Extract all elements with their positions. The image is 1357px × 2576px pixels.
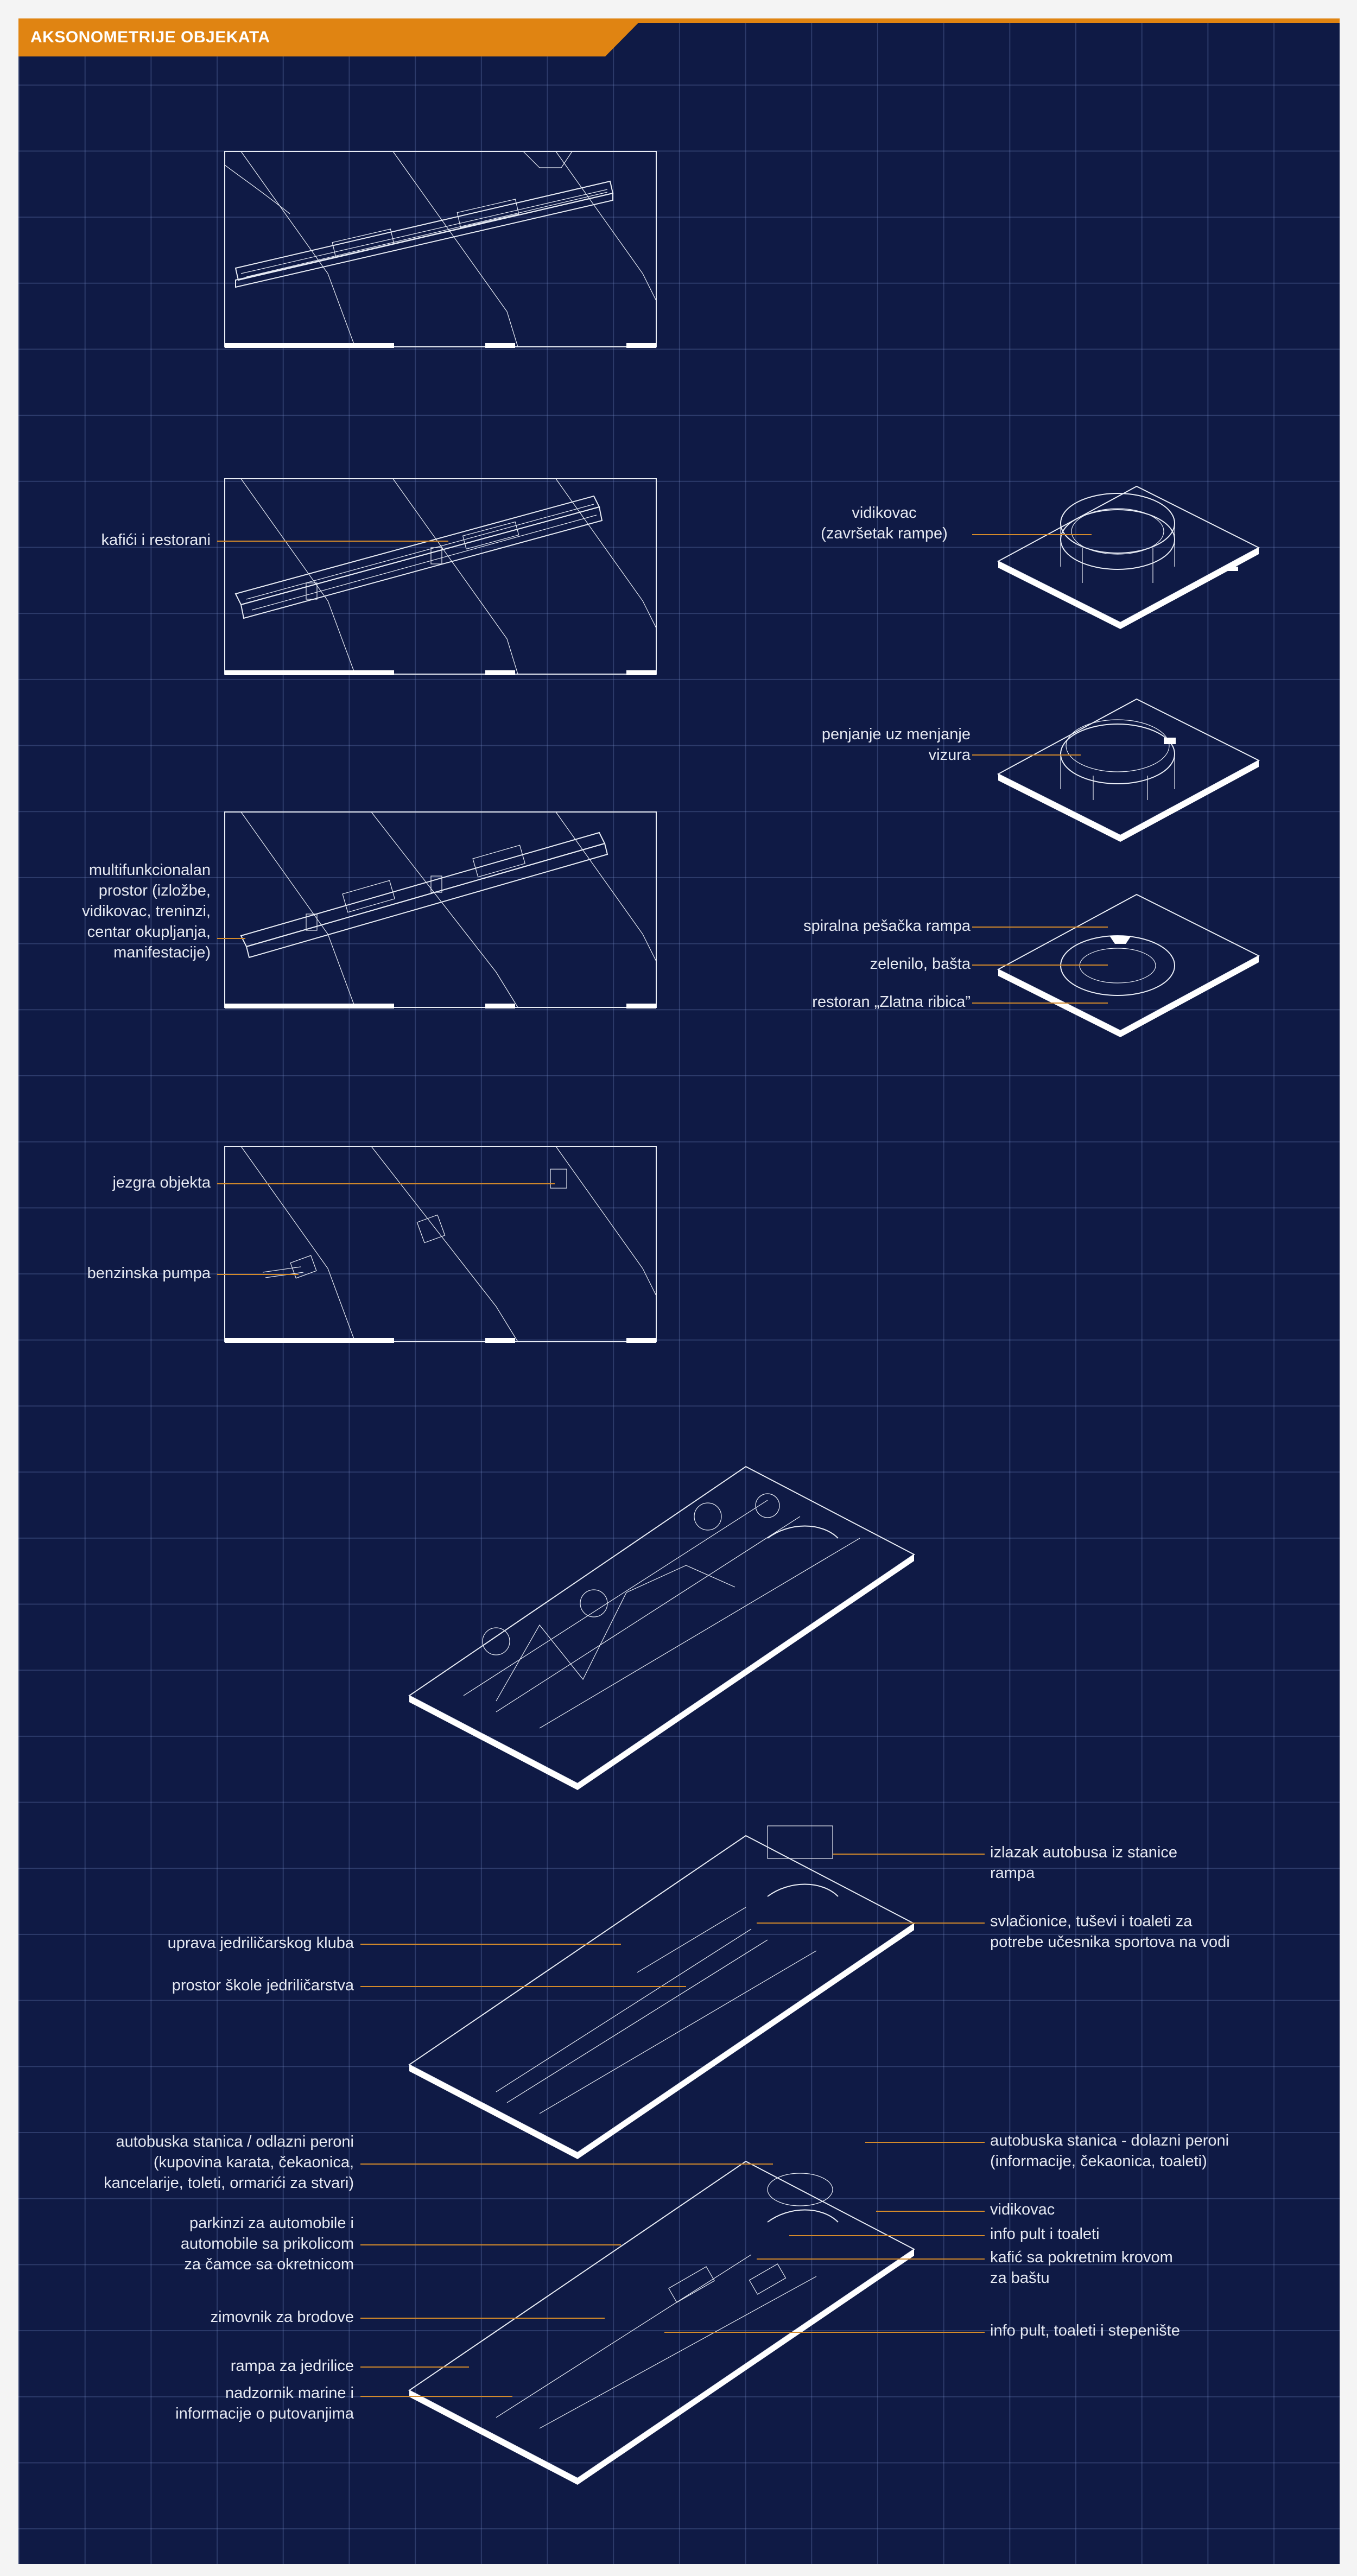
leader-uprava <box>360 1944 621 1945</box>
label-autobuska-dolazni: autobuska stanica - dolazni peroni (info… <box>990 2132 1229 2170</box>
leader-vidikovac <box>876 2211 985 2212</box>
leader-zimovnik <box>360 2318 605 2319</box>
leader-restoran <box>972 1003 1108 1004</box>
leader-multifunkcionalan <box>217 938 245 939</box>
floor-plan-3 <box>224 811 657 1008</box>
site-axo-2 <box>408 1825 915 2159</box>
leader-zelenilo <box>972 965 1108 966</box>
leader-penjanje <box>972 754 1081 756</box>
label-svlacionice: svlačionice, tuševi i toaleti za potrebe… <box>990 1913 1230 1951</box>
leader-vidikovac-rampa <box>972 534 1092 535</box>
label-skola: prostor škole jedriličarstva <box>172 1977 354 1994</box>
label-kafici: kafići i restorani <box>101 531 211 549</box>
leader-jezgra <box>217 1183 555 1184</box>
label-kafic-krov: kafić sa pokretnim krovom za baštu <box>990 2249 1173 2287</box>
label-info-pult: info pult i toaleti <box>990 2225 1100 2243</box>
leader-skola <box>360 1986 686 1987</box>
leader-kafici <box>217 541 448 542</box>
label-spiralna: spiralna pešačka rampa <box>803 917 971 935</box>
label-autobuska-odlazni: autobuska stanica / odlazni peroni (kupo… <box>104 2133 354 2192</box>
tower-axo-1 <box>997 485 1260 629</box>
label-uprava: uprava jedriličarskog kluba <box>167 1934 354 1952</box>
label-zimovnik: zimovnik za brodove <box>210 2308 354 2326</box>
label-multifunkcionalan: multifunkcionalan prostor (izložbe, vidi… <box>82 861 211 961</box>
label-jezgra: jezgra objekta <box>112 1174 211 1191</box>
leader-izlazak <box>833 1854 985 1855</box>
floor-plan-2 <box>224 478 657 675</box>
leader-spiralna <box>972 927 1108 928</box>
poster-board: AKSONOMETRIJE OBJEKATA <box>18 18 1340 2564</box>
label-vidikovac-rampa: vidikovac (završetak rampe) <box>821 504 948 542</box>
leader-info-stepeniste <box>664 2332 985 2333</box>
floor-plan-1 <box>224 151 657 348</box>
header-rule <box>616 18 1340 23</box>
label-vidikovac: vidikovac <box>990 2201 1055 2218</box>
label-nadzornik: nadzornik marine i informacije o putovan… <box>175 2384 354 2422</box>
tower-axo-3 <box>997 893 1260 1037</box>
label-benzinska: benzinska pumpa <box>87 1265 211 1282</box>
site-axo-1 <box>408 1465 915 1790</box>
tower-axo-2 <box>997 698 1260 842</box>
label-zelenilo: zelenilo, bašta <box>870 955 971 973</box>
site-axo-3 <box>408 2160 915 2485</box>
leader-kafic-krov <box>757 2258 985 2260</box>
label-info-stepeniste: info pult, toaleti i stepenište <box>990 2322 1180 2339</box>
leader-svlacionice <box>757 1923 985 1924</box>
page-title: AKSONOMETRIJE OBJEKATA <box>30 28 270 46</box>
leader-info-pult <box>789 2235 985 2236</box>
label-restoran: restoran „Zlatna ribica” <box>812 993 971 1011</box>
leader-parkinzi <box>360 2244 621 2245</box>
leader-nadzornik <box>360 2396 512 2397</box>
axonometric-drawings <box>224 151 1260 2485</box>
label-penjanje: penjanje uz menjanje vizura <box>821 726 971 764</box>
label-izlazak: izlazak autobusa iz stanice rampa <box>990 1844 1177 1882</box>
floor-plan-4 <box>224 1146 657 1343</box>
leader-benzinska <box>217 1274 299 1275</box>
header-band <box>18 18 643 56</box>
label-parkinzi: parkinzi za automobile i automobile sa p… <box>180 2215 354 2273</box>
leader-rampa-jedrilice <box>360 2366 469 2368</box>
label-rampa-jedrilice: rampa za jedrilice <box>230 2357 354 2375</box>
leader-autobuska-dolazni <box>865 2142 985 2143</box>
leader-autobuska-odlazni <box>360 2163 773 2165</box>
